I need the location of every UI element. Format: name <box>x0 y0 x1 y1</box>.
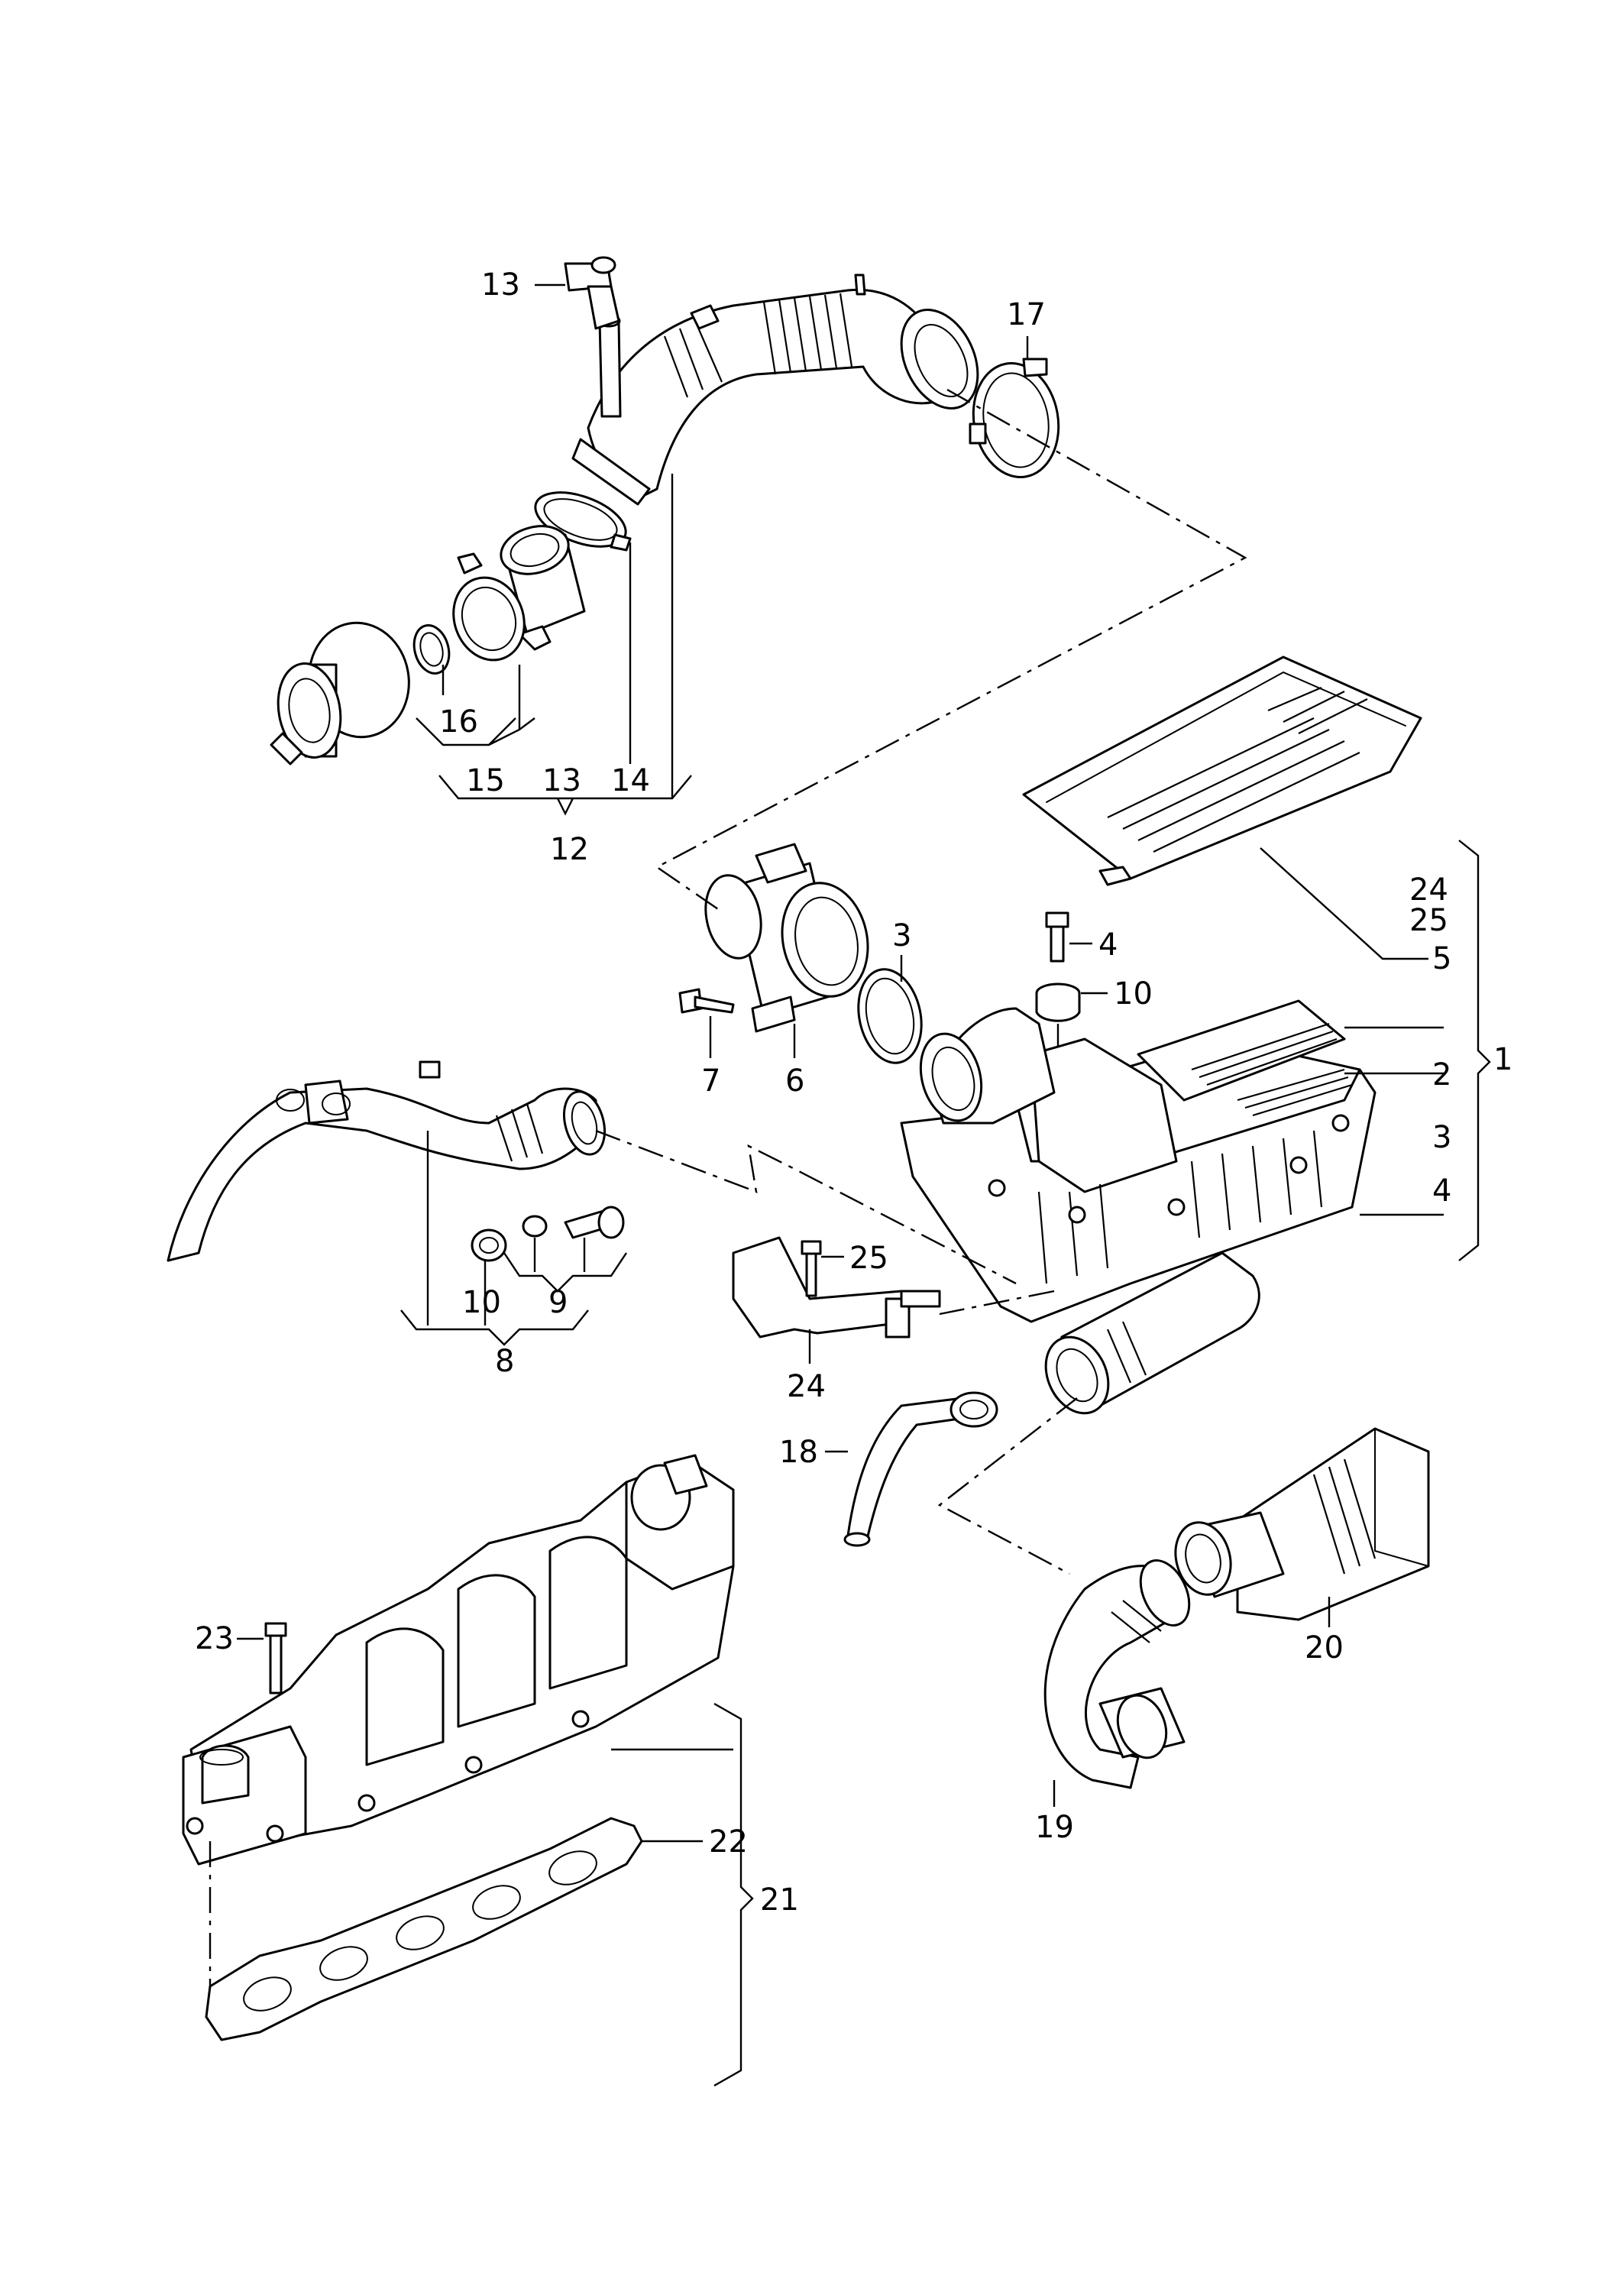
callout-17: 17 <box>1007 297 1046 332</box>
housing-ribs <box>1037 1130 1323 1284</box>
intake-duct-20 <box>1174 1427 1430 1621</box>
callout-14: 14 <box>611 763 650 798</box>
callout-18: 18 <box>779 1435 818 1470</box>
manifold-gasket-22 <box>205 1817 643 2041</box>
o-ring-16 <box>412 624 451 675</box>
air-filter-housing-1 <box>900 999 1377 1415</box>
turbo-flange <box>270 621 410 766</box>
callout-16: 16 <box>439 704 478 740</box>
washer-9 <box>522 1215 548 1238</box>
bolt-4 <box>1045 911 1069 963</box>
bolt-9 <box>564 1206 625 1239</box>
callout-22: 22 <box>709 1824 748 1860</box>
callout-25-bracket: 25 <box>849 1241 888 1276</box>
bracket-24 <box>732 1236 941 1338</box>
callout-labels: 13 17 16 15 13 14 12 24 25 5 1 2 3 4 4 1… <box>195 267 1512 1918</box>
filter-ribs <box>1191 1022 1353 1117</box>
callout-6: 6 <box>785 1063 804 1099</box>
pipe-connector <box>457 525 586 651</box>
callout-3-box: 3 <box>1432 1120 1451 1155</box>
intake-hose-19 <box>1043 1559 1191 1789</box>
callout-15: 15 <box>466 763 505 798</box>
callout-10-grommet: 10 <box>1114 976 1153 1012</box>
intake-manifold-21 <box>182 1454 735 1866</box>
leader-lines <box>237 283 1491 2087</box>
callout-19: 19 <box>1035 1810 1074 1845</box>
callout-8: 8 <box>495 1344 514 1379</box>
charge-pipe-8 <box>167 1060 606 1262</box>
callout-5: 5 <box>1432 941 1451 976</box>
callout-12: 12 <box>550 832 589 867</box>
bolt-7 <box>678 988 735 1014</box>
filter-element-5 <box>1022 655 1422 886</box>
o-ring-3 <box>857 968 923 1064</box>
hose-ribs <box>663 293 853 398</box>
assembly-lines <box>209 388 1247 1986</box>
washer-10 <box>471 1228 507 1262</box>
callout-20: 20 <box>1305 1630 1344 1665</box>
callout-24-bracket: 24 <box>787 1369 826 1404</box>
callout-1: 1 <box>1493 1042 1512 1077</box>
breather-hose-18 <box>843 1391 998 1547</box>
callout-24-group: 24 <box>1409 872 1448 908</box>
pressure-sensor-13 <box>564 256 620 330</box>
callout-7: 7 <box>701 1063 720 1099</box>
hose-clamp-17 <box>969 358 1060 478</box>
intake-hose-assembly <box>571 274 979 506</box>
grommet-10 <box>1035 982 1081 1022</box>
callout-4-box: 4 <box>1432 1173 1451 1209</box>
callout-9: 9 <box>548 1285 568 1320</box>
callout-25-group: 25 <box>1409 903 1448 938</box>
bolt-23 <box>264 1622 287 1695</box>
maf-sensor-6 <box>704 843 869 1033</box>
callout-4-bolt: 4 <box>1098 927 1118 963</box>
bolt-25 <box>801 1240 822 1297</box>
clamp-15 <box>452 576 526 662</box>
callout-2: 2 <box>1432 1057 1451 1092</box>
callout-3-ring: 3 <box>892 918 911 953</box>
callout-10-washer: 10 <box>462 1285 501 1320</box>
callout-23: 23 <box>195 1621 234 1656</box>
callout-13-sensor: 13 <box>481 267 520 303</box>
callout-13-group: 13 <box>542 763 581 798</box>
callout-21: 21 <box>760 1882 799 1918</box>
